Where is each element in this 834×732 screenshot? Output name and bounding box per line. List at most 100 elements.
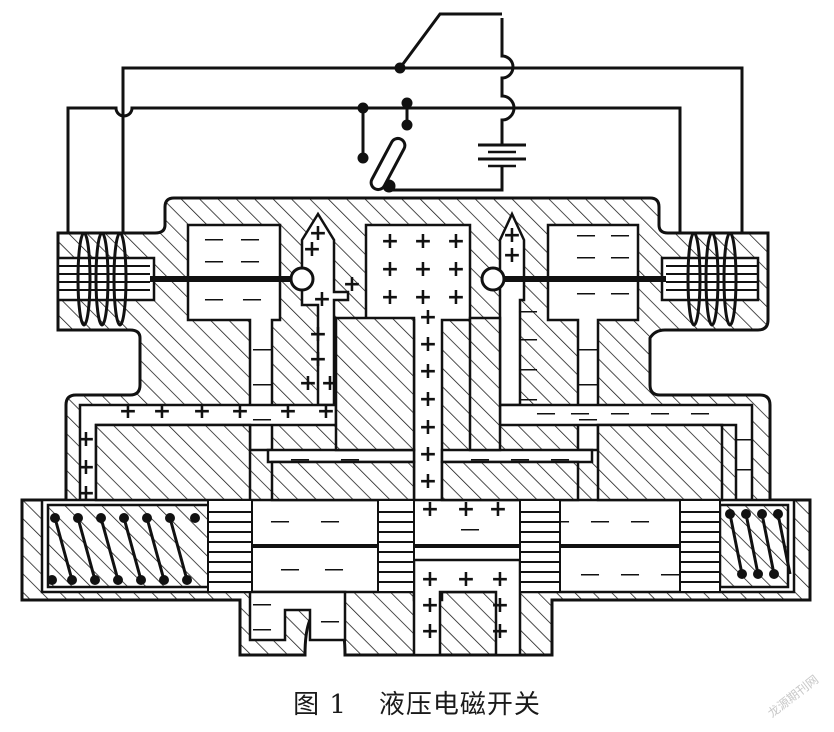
caption-number: 图 1 [293, 690, 347, 720]
plus-sign: + [119, 399, 137, 424]
minus-sign: — [320, 509, 340, 533]
plus-sign: + [414, 285, 432, 310]
spool-lands [207, 499, 721, 593]
plus-sign: + [317, 399, 335, 424]
plus-sign: + [381, 229, 399, 254]
battery-icon [478, 143, 526, 168]
minus-sign: — [280, 557, 300, 581]
plus-sign: + [447, 257, 465, 282]
plus-sign: + [447, 229, 465, 254]
plus-sign: + [231, 399, 249, 424]
plus-sign: + [343, 272, 361, 297]
minus-sign: — [610, 281, 630, 305]
minus-sign: — [470, 447, 490, 471]
left-solenoid [56, 231, 292, 327]
plus-sign: + [309, 221, 327, 246]
high-pressure-markers: ++++++++++++++++++++++++++++++++++++++++… [77, 221, 521, 644]
minus-sign: — [460, 517, 480, 541]
minus-sign: — [242, 287, 262, 311]
minus-sign: — [690, 401, 710, 425]
minus-sign: — [518, 299, 538, 323]
plus-sign: + [193, 399, 211, 424]
plus-sign: + [419, 359, 437, 384]
switch-lever [369, 136, 407, 192]
right-ball-valve [480, 266, 506, 292]
minus-sign: — [518, 327, 538, 351]
plus-sign: + [421, 567, 439, 592]
plus-sign: + [457, 497, 475, 522]
plus-sign: + [299, 371, 317, 396]
plus-sign: + [419, 442, 437, 467]
minus-sign: — [204, 227, 224, 251]
minus-sign: — [610, 401, 630, 425]
plus-sign: + [447, 285, 465, 310]
minus-sign: — [270, 509, 290, 533]
plus-sign: + [414, 257, 432, 282]
right-spring [725, 509, 792, 579]
plus-sign: + [153, 399, 171, 424]
plus-sign: + [421, 497, 439, 522]
plus-sign: + [419, 305, 437, 330]
plus-sign: + [309, 322, 327, 347]
minus-sign: — [630, 509, 650, 533]
minus-sign: — [536, 401, 556, 425]
minus-sign: — [320, 609, 340, 633]
minus-sign: — [650, 401, 670, 425]
right-solenoid [504, 231, 760, 327]
plus-sign: + [491, 567, 509, 592]
low-pressure-markers: ————————————————————————————————————————… [204, 223, 754, 641]
plus-sign: + [419, 387, 437, 412]
minus-sign: — [510, 447, 530, 471]
minus-sign: — [252, 372, 272, 396]
plus-sign: + [421, 593, 439, 618]
plus-sign: + [419, 332, 437, 357]
minus-sign: — [580, 562, 600, 586]
minus-sign: — [660, 562, 680, 586]
plus-sign: + [279, 399, 297, 424]
plus-sign: + [77, 455, 95, 480]
minus-sign: — [204, 287, 224, 311]
minus-sign: — [252, 617, 272, 641]
minus-sign: — [576, 245, 596, 269]
minus-sign: — [570, 401, 590, 425]
minus-sign: — [240, 227, 260, 251]
minus-sign: — [610, 245, 630, 269]
circuit [66, 12, 744, 265]
plus-sign: + [321, 371, 339, 396]
plus-sign: + [419, 469, 437, 494]
minus-sign: — [518, 387, 538, 411]
minus-sign: — [578, 407, 598, 431]
minus-sign: — [252, 592, 272, 616]
plus-sign: + [457, 567, 475, 592]
minus-sign: — [578, 337, 598, 361]
ball-valves [289, 266, 506, 292]
plus-sign: + [491, 619, 509, 644]
plus-sign: + [489, 497, 507, 522]
plus-sign: + [77, 481, 95, 506]
plus-sign: + [503, 243, 521, 268]
switch-contacts [357, 62, 413, 193]
caption-title: 液压电磁开关 [378, 690, 541, 720]
minus-sign: — [550, 509, 570, 533]
minus-sign: — [290, 447, 310, 471]
minus-sign: — [324, 557, 344, 581]
minus-sign: — [734, 427, 754, 451]
minus-sign: — [576, 281, 596, 305]
left-ball-valve [289, 266, 315, 292]
minus-sign: — [240, 249, 260, 273]
minus-sign: — [590, 509, 610, 533]
minus-sign: — [578, 372, 598, 396]
minus-sign: — [550, 447, 570, 471]
minus-sign: — [252, 407, 272, 431]
plus-sign: + [381, 257, 399, 282]
plus-sign: + [303, 237, 321, 262]
plus-sign: + [421, 619, 439, 644]
minus-sign: — [340, 447, 360, 471]
plus-sign: + [503, 223, 521, 248]
plus-sign: + [414, 229, 432, 254]
figure-caption: 图 1 液压电磁开关 [0, 684, 834, 721]
plus-sign: + [313, 287, 331, 312]
minus-sign: — [252, 337, 272, 361]
minus-sign: — [204, 249, 224, 273]
